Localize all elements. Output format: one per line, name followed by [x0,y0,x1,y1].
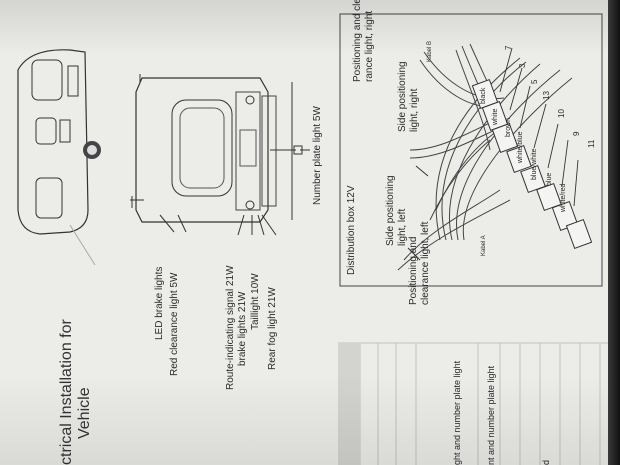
label-route-indicating: Route-indicating signal 21W [225,265,236,390]
label-taillight: Taillight 10W [250,273,261,330]
wire-color-blue-white: blue/white [531,148,538,180]
terminal-13: 13 [542,91,551,100]
page-title: ctrical Installation for Vehicle [58,319,94,465]
wire-color-white: white [492,108,499,125]
label-number-plate-light: Number plate light 5W [312,106,323,205]
label-side-positioning-left: Side positioning light, left [385,175,408,246]
label-side-positioning-right: Side positioning light, right [397,61,420,132]
wire-color-black: black [480,87,487,104]
label-brake-lights: brake lights 21W [237,291,248,366]
label-positioning-clearance-left: Positioning and clearance light, left [408,221,431,305]
table-row-text: d [541,459,551,465]
label-distribution-box: Distribution box 12V [346,185,357,276]
wire-color-white-blue: white/blue [517,131,524,163]
label-rear-fog-light: Rear fog light 21W [267,287,278,370]
wire-color-blue: blue [546,172,553,186]
label-kabel-b: Kabel B [427,40,433,62]
terminal-9: 9 [572,131,581,136]
label-positioning-clearance-right: Positioning and clea- rance light, right [352,0,375,82]
wire-color-brown: brown [505,117,512,137]
wire-color-white-red: white/red [560,183,567,212]
label-led-brake-lights: LED brake lights [154,266,165,340]
label-kabel-a: Kabel A [481,235,487,256]
terminal-5: 5 [530,79,539,84]
table-row-text: ght and number plate light [452,360,462,465]
table-row-text: nt and number plate light [486,365,496,465]
terminal-11: 11 [587,139,596,148]
terminal-10: 10 [557,109,566,118]
label-red-clearance: Red clearance light 5W [169,272,180,376]
terminal-3: 3 [518,63,527,68]
page-edge [608,0,620,465]
terminal-7: 7 [504,45,513,50]
